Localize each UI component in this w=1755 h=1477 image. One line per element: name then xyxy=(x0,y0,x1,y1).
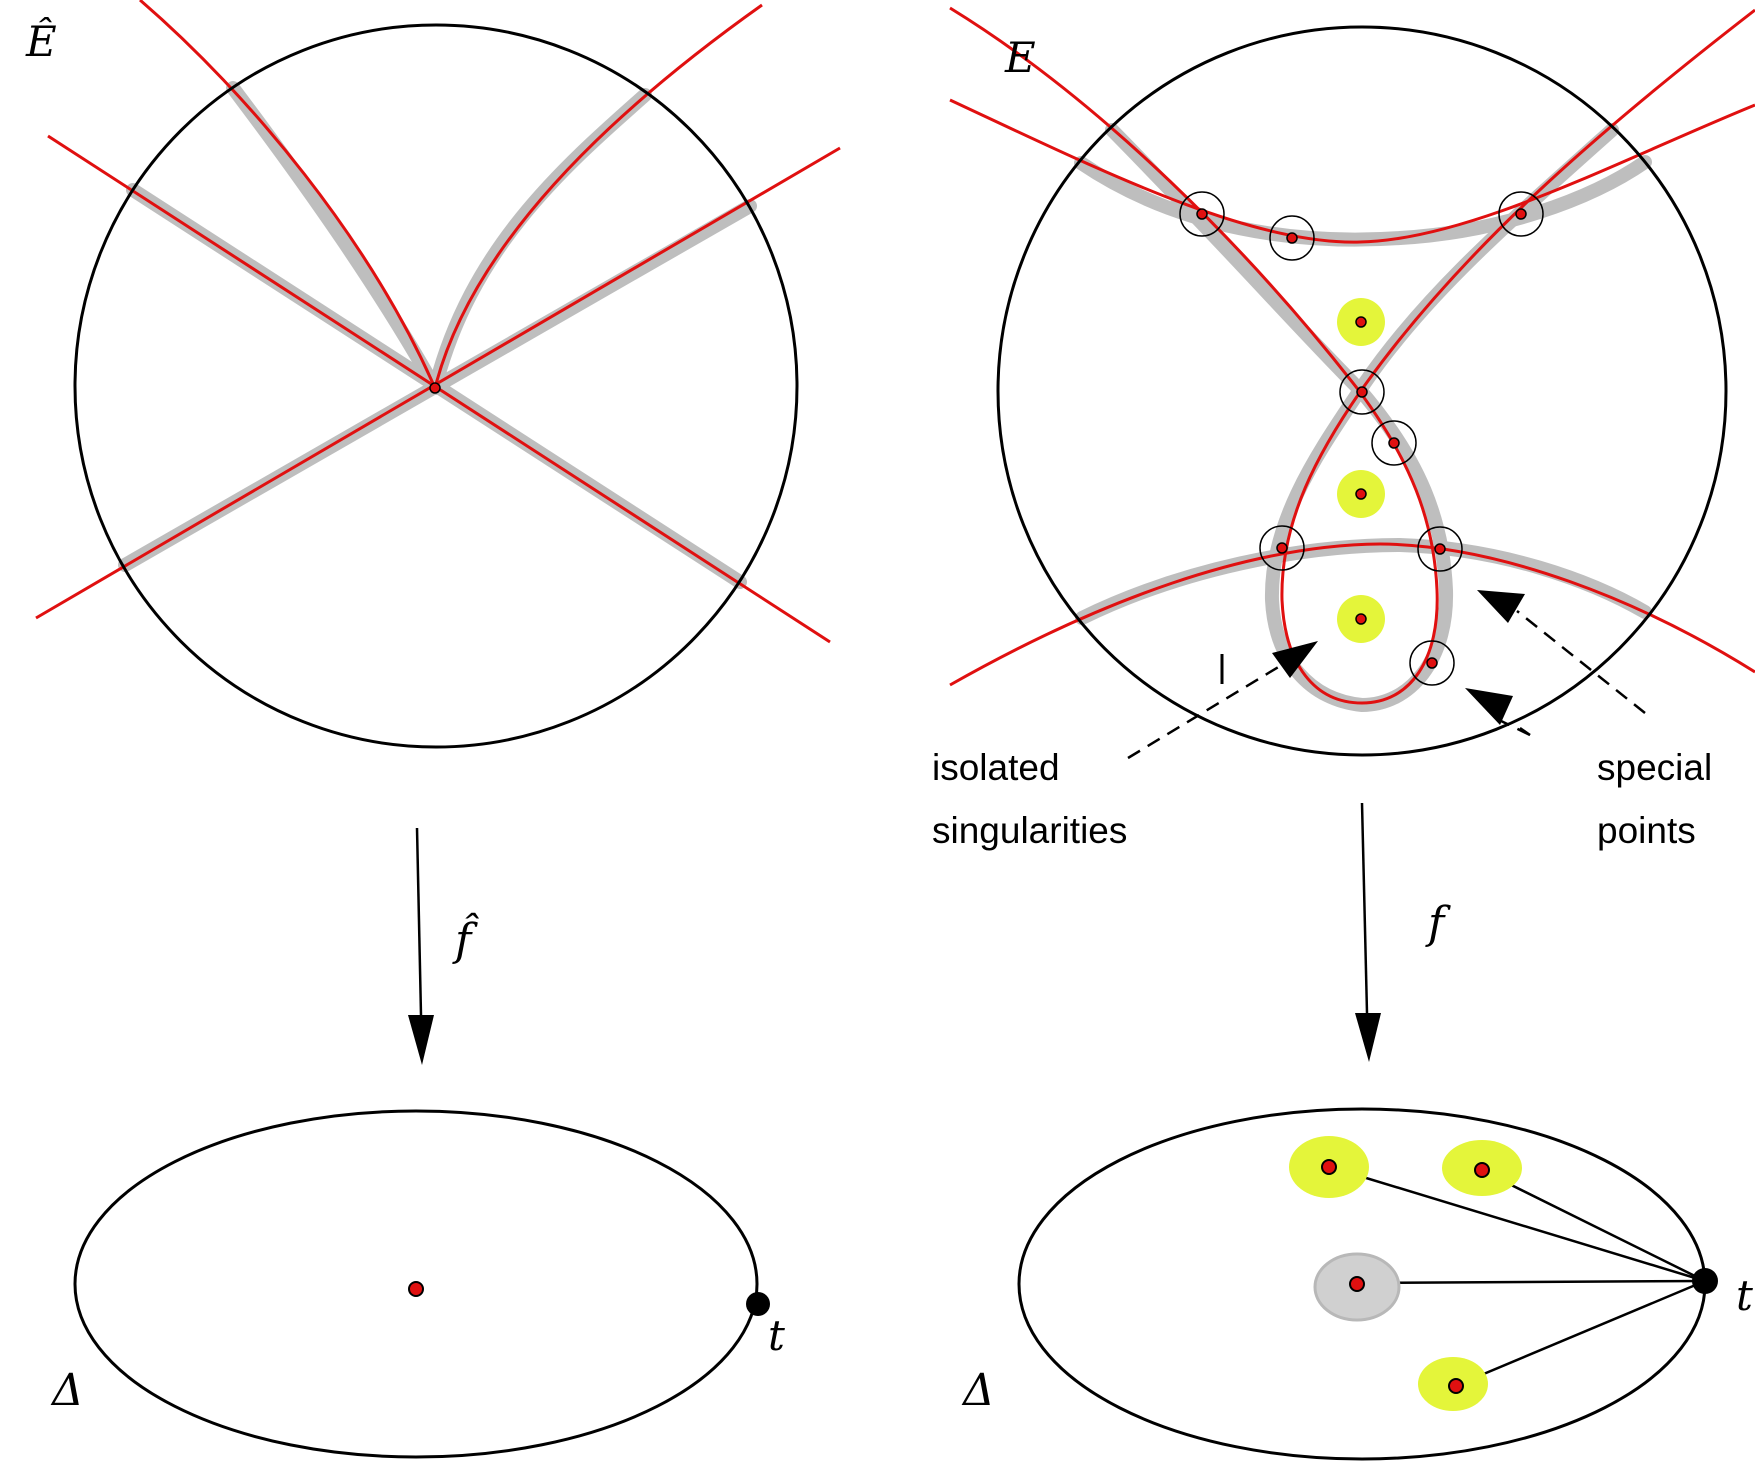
isolated-singularity xyxy=(1355,488,1367,500)
special-point xyxy=(1409,640,1455,686)
left-space-label: Ê xyxy=(25,16,57,66)
critical-values xyxy=(1289,1136,1522,1411)
special-point xyxy=(1269,215,1315,261)
special-point xyxy=(1339,369,1385,415)
left-cusp-branch-b xyxy=(433,3,763,389)
right-base-point xyxy=(1692,1268,1718,1294)
right-point-label: t xyxy=(1736,1271,1753,1320)
left-disk-boundary xyxy=(73,23,799,749)
left-map-label: f̂ xyxy=(452,911,480,966)
special-point xyxy=(1259,525,1305,571)
left-critical-value xyxy=(408,1281,424,1297)
special-point xyxy=(1371,420,1417,466)
left-cusp-branch-a xyxy=(139,0,437,389)
right-base-label: Δ xyxy=(961,1365,995,1416)
right-loop xyxy=(1280,391,1439,705)
right-map-arrow-head xyxy=(1355,1013,1381,1062)
isolated-singularities xyxy=(1337,298,1385,643)
special-annotation-arrow-upper xyxy=(1477,590,1646,714)
left-curve-halos xyxy=(118,81,757,589)
right-disk-boundary xyxy=(996,25,1728,757)
special-point xyxy=(1417,526,1463,572)
left-map-arrow-shaft xyxy=(415,827,423,1016)
special-point xyxy=(1179,191,1225,237)
left-point-label: t xyxy=(768,1311,785,1360)
left-base-point xyxy=(746,1292,770,1316)
right-map-label: f xyxy=(1425,898,1451,949)
annotation-isolated-line2: singularities xyxy=(932,810,1127,851)
isolated-singularity xyxy=(1355,613,1367,625)
annotation-special-line2: points xyxy=(1597,810,1696,851)
annotation-isolated-line1: isolated xyxy=(932,747,1060,788)
special-points xyxy=(1179,191,1544,686)
right-lower-branch xyxy=(949,542,1755,687)
right-panel: E isolated singularities special points … xyxy=(932,6,1755,1461)
right-space-label: E xyxy=(1004,33,1036,82)
left-base-label: Δ xyxy=(50,1365,84,1416)
right-curves xyxy=(949,6,1755,705)
annotation-special-line1: special xyxy=(1597,747,1712,788)
paths-to-base-point xyxy=(1329,1165,1706,1388)
isolated-singularity xyxy=(1355,316,1367,328)
right-upper-branch xyxy=(949,98,1755,244)
special-point xyxy=(1498,191,1544,237)
right-fold-right xyxy=(1358,8,1755,393)
left-map-arrow-head xyxy=(408,1015,434,1065)
left-line-b xyxy=(35,146,841,620)
critical-value xyxy=(1474,1162,1490,1178)
critical-value xyxy=(1321,1159,1337,1175)
special-annotation-arrow-lower xyxy=(1465,688,1531,737)
left-singular-point xyxy=(429,382,441,394)
right-map-arrow-shaft xyxy=(1360,802,1369,1014)
left-base-disk xyxy=(73,1109,759,1459)
critical-value xyxy=(1349,1276,1365,1292)
critical-value xyxy=(1448,1378,1464,1394)
isolated-annotation-arrow xyxy=(1127,641,1318,760)
right-fold-left xyxy=(949,6,1362,393)
left-panel: Ê f̂ t Δ xyxy=(25,0,841,1459)
